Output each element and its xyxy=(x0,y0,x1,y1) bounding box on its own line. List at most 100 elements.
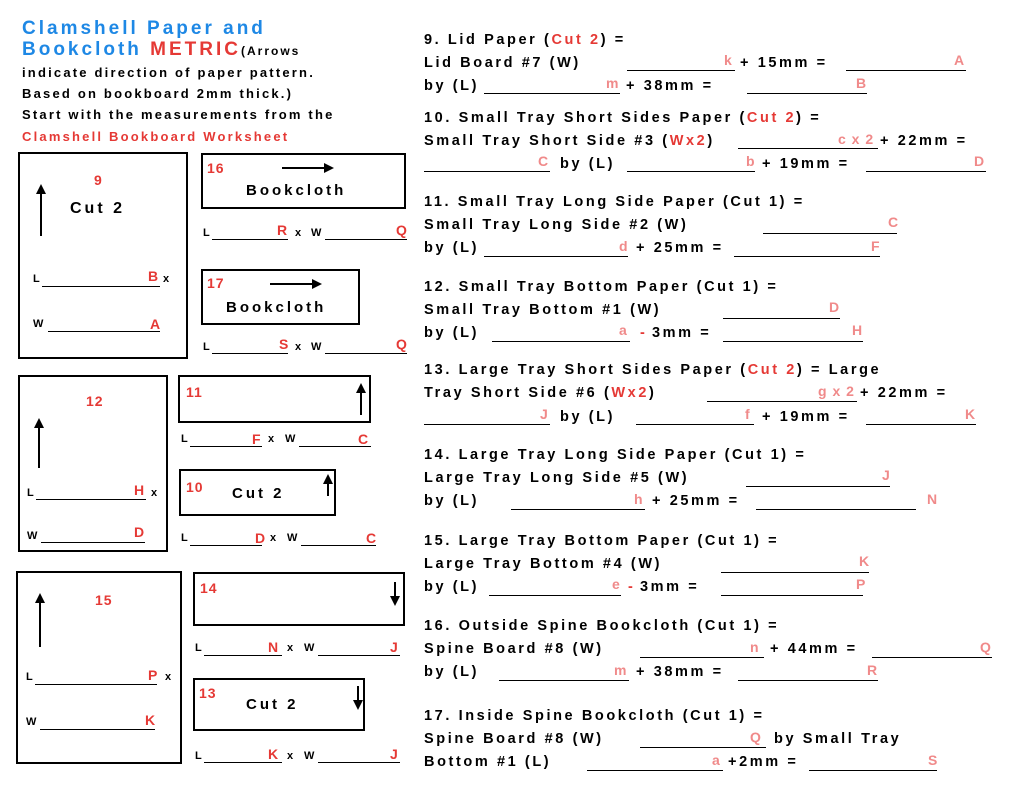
section-16-field-n[interactable] xyxy=(640,657,764,658)
diagram-14-l-line xyxy=(204,655,282,656)
section-12-field-d[interactable] xyxy=(723,318,840,319)
diagram-9-box xyxy=(18,152,188,359)
section-10-hint-c: C xyxy=(538,153,550,169)
diagram-10-w-letter: C xyxy=(366,530,377,546)
section-13-hint-k: K xyxy=(965,406,977,422)
section-15-field-e[interactable] xyxy=(489,595,621,596)
section-17-field-a[interactable] xyxy=(587,770,723,771)
diagram-16-w-line xyxy=(325,239,407,240)
arrow-down-icon xyxy=(390,582,400,606)
diagram-16-x: x xyxy=(295,227,302,239)
diagram-14-l-letter: N xyxy=(268,639,279,655)
section-11-plus-25: + 25mm = xyxy=(636,240,724,256)
section-14-field-n[interactable] xyxy=(756,509,916,510)
diagram-17-l-letter: S xyxy=(279,336,289,352)
diagram-13-number: 13 xyxy=(199,685,217,701)
section-10-field-c[interactable] xyxy=(424,171,550,172)
diagram-12-w-label: W xyxy=(27,530,38,542)
section-9-field-k[interactable] xyxy=(627,70,735,71)
section-10-hint-b: b xyxy=(746,153,756,169)
arrow-up-icon xyxy=(36,184,46,236)
diagram-9-x: x xyxy=(163,273,170,285)
section-13-hint-j: J xyxy=(540,406,549,422)
section-9-field-a[interactable] xyxy=(846,70,966,71)
section-11-field-c[interactable] xyxy=(763,233,897,234)
arrow-down-icon xyxy=(353,686,363,710)
arrow-up-icon xyxy=(35,593,45,647)
section-11-field-d[interactable] xyxy=(484,256,628,257)
section-9-hint-m: m xyxy=(606,75,620,91)
section-14-hint-n: N xyxy=(927,491,939,507)
diagram-12-w-letter: D xyxy=(134,524,145,540)
diagram-13-box xyxy=(193,678,365,731)
section-13-hint-gx2: g x 2 xyxy=(818,383,855,399)
diagram-12-l-line xyxy=(36,499,146,500)
diagram-13-l-line xyxy=(204,762,282,763)
arrow-right-icon xyxy=(270,279,322,289)
section-13-plus-22: + 22mm = xyxy=(860,385,948,401)
section-14-hint-j: J xyxy=(882,467,891,483)
diagram-9-l-letter: B xyxy=(148,268,159,284)
diagram-16-box xyxy=(201,153,406,209)
section-9-field-b[interactable] xyxy=(747,93,867,94)
section-10-field-b[interactable] xyxy=(627,171,755,172)
diagram-15-w-letter: K xyxy=(145,712,156,728)
section-14-field-h[interactable] xyxy=(511,509,645,510)
arrow-right-icon xyxy=(282,163,334,173)
section-12-3mm: 3mm = xyxy=(652,325,712,341)
section-15-hint-k: K xyxy=(859,553,871,569)
diagram-11-w-line xyxy=(299,446,371,447)
diagram-14-w-line xyxy=(318,655,400,656)
section-11-hint-d: d xyxy=(619,238,629,254)
section-16-plus-38: + 38mm = xyxy=(636,664,724,680)
section-17-title: 17. Inside Spine Bookcloth (Cut 1) = xyxy=(424,708,765,724)
section-9-line-3: by (L) xyxy=(424,78,480,94)
section-17-field-s[interactable] xyxy=(809,770,937,771)
section-16-hint-n: n xyxy=(750,639,760,655)
section-15-field-p[interactable] xyxy=(721,595,863,596)
diagram-17-l-line xyxy=(212,353,288,354)
section-12-field-h[interactable] xyxy=(723,341,863,342)
section-9-field-m[interactable] xyxy=(484,93,620,94)
diagram-14-number: 14 xyxy=(200,580,218,596)
title-line-2: Bookcloth METRIC(Arrows xyxy=(22,39,300,62)
section-13-field-gx2[interactable] xyxy=(707,401,857,402)
diagram-10-w-label: W xyxy=(287,532,298,544)
section-9-plus-15: + 15mm = xyxy=(740,55,828,71)
section-17-field-q[interactable] xyxy=(640,747,766,748)
diagram-13-w-line xyxy=(318,762,400,763)
diagram-10-l-label: L xyxy=(181,532,188,544)
diagram-15-l-line xyxy=(35,684,157,685)
section-9-title: 9. Lid Paper (Cut 2) = xyxy=(424,32,626,48)
section-9-line-2: Lid Board #7 (W) xyxy=(424,55,581,71)
diagram-16-l-line xyxy=(212,239,288,240)
section-16-field-r[interactable] xyxy=(738,680,878,681)
section-16-field-q[interactable] xyxy=(872,657,992,658)
diagram-9-w-line xyxy=(48,331,160,332)
header-line-4: Based on bookboard 2mm thick.) xyxy=(22,86,294,101)
diagram-9-cut: Cut 2 xyxy=(70,200,125,217)
section-15-field-k[interactable] xyxy=(721,572,869,573)
section-10-field-d[interactable] xyxy=(866,171,986,172)
section-12-title: 12. Small Tray Bottom Paper (Cut 1) = xyxy=(424,279,779,295)
diagram-11-w-label: W xyxy=(285,433,296,445)
section-10-field-cx2[interactable] xyxy=(738,148,878,149)
diagram-17-w-label: W xyxy=(311,341,322,353)
section-11-field-f[interactable] xyxy=(734,256,880,257)
section-13-field-j[interactable] xyxy=(424,424,550,425)
diagram-9-number: 9 xyxy=(94,172,103,188)
section-13-field-k[interactable] xyxy=(866,424,976,425)
section-13-field-f[interactable] xyxy=(636,424,754,425)
diagram-11-number: 11 xyxy=(186,384,203,400)
title-bookcloth: Bookcloth xyxy=(22,39,151,60)
section-11-line-2: Small Tray Long Side #2 (W) xyxy=(424,217,689,233)
section-16-field-m[interactable] xyxy=(499,680,629,681)
section-12-field-a[interactable] xyxy=(492,341,630,342)
section-14-field-j[interactable] xyxy=(746,486,890,487)
section-13-plus-19: + 19mm = xyxy=(762,409,850,425)
section-9-plus-38: + 38mm = xyxy=(626,78,714,94)
section-14-title: 14. Large Tray Long Side Paper (Cut 1) = xyxy=(424,447,807,463)
arrow-up-icon xyxy=(356,383,366,415)
diagram-9-w-letter: A xyxy=(150,316,161,332)
diagram-14-x: x xyxy=(287,642,294,654)
